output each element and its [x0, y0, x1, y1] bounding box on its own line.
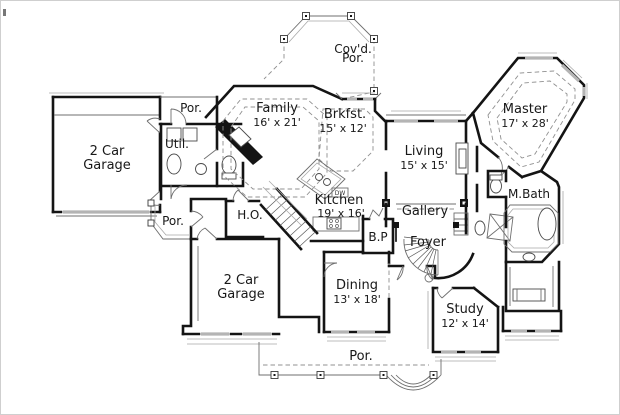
label-living-name: Living	[405, 144, 444, 159]
master-closet	[501, 260, 563, 341]
label-family-dims: 16' x 21'	[253, 116, 301, 129]
label-master-name: Master	[503, 102, 548, 117]
label-garage-rear-line2: Garage	[217, 287, 265, 302]
living-room	[382, 110, 469, 207]
label-home-office: H.O.	[237, 208, 262, 222]
label-rear-porch: Por.	[180, 101, 202, 115]
butlers-pantry-walls	[361, 207, 395, 255]
dining-room	[322, 250, 391, 342]
curved-staircase	[403, 217, 475, 283]
side-hall	[159, 184, 228, 241]
garage-rear-walls	[181, 227, 321, 345]
study-room	[427, 286, 500, 362]
utility-room	[159, 122, 219, 188]
label-foyer: Foyer	[410, 235, 447, 250]
label-kitchen-name: Kitchen	[315, 193, 364, 208]
label-study-dims: 12' x 14'	[441, 317, 489, 330]
gallery-corridor	[384, 202, 468, 228]
label-covd-porch-line2: Por.	[342, 51, 364, 65]
label-utility: Util.	[165, 137, 189, 151]
label-study-name: Study	[446, 302, 484, 317]
label-garage-rear-line1: 2 Car	[224, 273, 259, 288]
label-covd-porch-line1: Cov'd.	[334, 42, 372, 56]
label-dining-dims: 13' x 18'	[333, 293, 381, 306]
label-brkfst-dims: 15' x 12'	[319, 122, 367, 135]
label-master-bath: M.Bath	[508, 187, 550, 201]
label-gallery: Gallery	[402, 204, 449, 219]
label-garage-left-line1: 2 Car	[90, 144, 125, 159]
front-porch-outline	[258, 342, 442, 391]
label-garage-left-line2: Garage	[83, 158, 131, 173]
master-bath	[486, 169, 564, 264]
master-hall-closet	[453, 145, 514, 242]
label-master-dims: 17' x 28'	[501, 117, 549, 130]
label-living-dims: 15' x 15'	[400, 159, 448, 172]
breakfast-room	[318, 92, 388, 172]
label-side-porch: Por.	[162, 214, 184, 228]
label-butlers-pantry: B.P	[368, 230, 387, 244]
side-porch-outline	[147, 199, 191, 240]
back-staircase	[259, 180, 319, 251]
label-kitchen-dims: 19' x 16'	[317, 207, 365, 220]
label-family-name: Family	[256, 101, 298, 116]
home-office-room	[224, 189, 265, 239]
family-room	[204, 84, 344, 198]
kitchen-area	[296, 158, 365, 255]
label-dishwasher: DW	[335, 190, 346, 197]
label-front-porch: Por.	[349, 349, 373, 364]
label-brkfst-name: Brkfst.	[324, 107, 366, 122]
label-dining-name: Dining	[336, 278, 378, 293]
print-artifact	[3, 9, 6, 16]
covered-porch-outline	[263, 12, 378, 100]
